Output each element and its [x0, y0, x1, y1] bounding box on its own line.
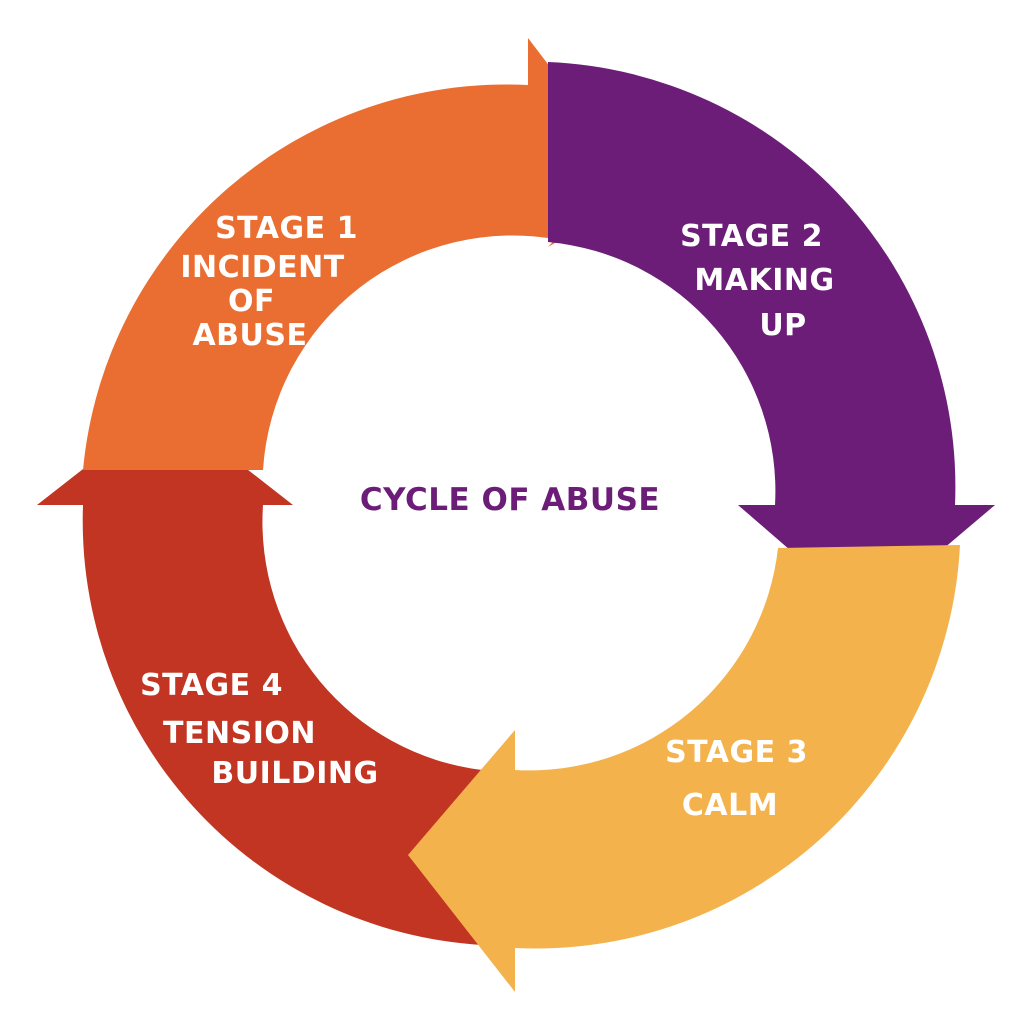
stage-1-line: ABUSE: [192, 318, 307, 353]
stage-2-arrow: [548, 62, 995, 615]
stage-3-line: STAGE 3: [665, 735, 808, 770]
stage-3-line: CALM: [682, 788, 778, 823]
stage-1-line: INCIDENT: [180, 250, 344, 285]
stage-2-line: STAGE 2: [680, 219, 823, 254]
stage-1-line: OF: [228, 284, 275, 319]
stage-1-line: STAGE 1: [215, 211, 358, 246]
stage-4-label: STAGE 4 TENSION BUILDING: [140, 668, 379, 791]
diagram-title: CYCLE OF ABUSE: [360, 482, 660, 518]
stage-4-line: BUILDING: [211, 756, 378, 791]
stage-2-line: UP: [759, 308, 806, 343]
stage-1-label: STAGE 1 INCIDENT OF ABUSE: [180, 211, 369, 353]
stage-1-arrow: [83, 38, 625, 470]
stage-4-line: TENSION: [163, 716, 316, 751]
stage-3-arrow: [408, 545, 960, 992]
stage-4-arrow: [37, 405, 482, 945]
stage-4-line: STAGE 4: [140, 668, 283, 703]
stage-2-line: MAKING: [694, 263, 834, 298]
stage-3-label: STAGE 3 CALM: [665, 735, 819, 823]
stage-2-label: STAGE 2 MAKING UP: [680, 219, 846, 343]
